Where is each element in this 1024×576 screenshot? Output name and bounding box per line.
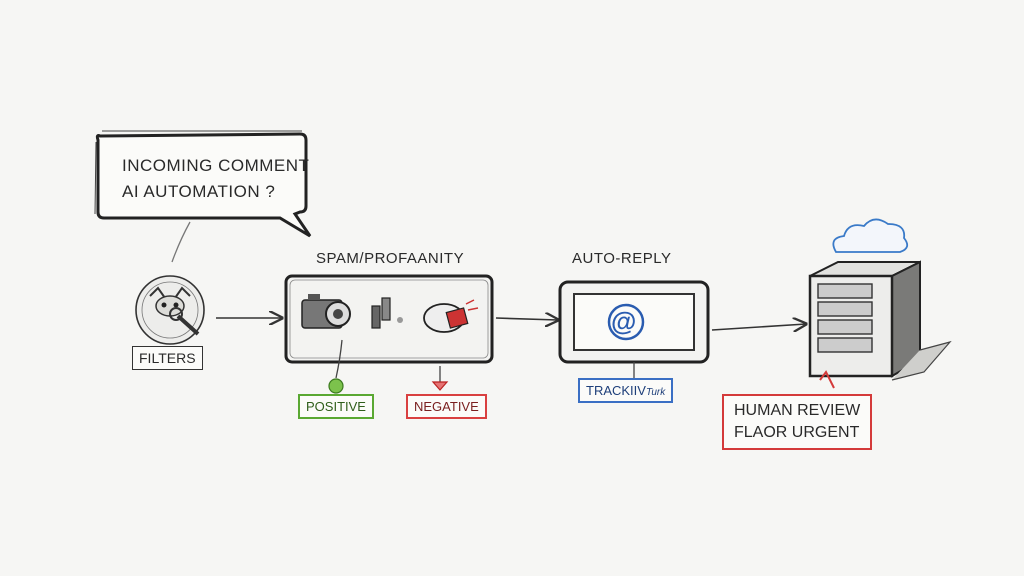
auto-reply-box <box>558 280 710 364</box>
server-icon <box>808 260 952 381</box>
email-icon <box>607 303 645 341</box>
auto-reply-label: AUTO-REPLY <box>572 250 672 267</box>
positive-label: POSITIVE <box>298 394 374 419</box>
spam-box-label: SPAM/PROFAANITY <box>316 250 465 267</box>
negative-label: NEGATIVE <box>406 394 487 419</box>
negative-icon <box>431 381 449 391</box>
human-review-line-2: FLAOR URGENT <box>734 424 860 441</box>
filters-label: FILTERS <box>132 346 203 370</box>
camera-icon <box>301 294 351 329</box>
filters-icon <box>135 275 205 345</box>
tracking-label: TRACKIIVTurk <box>578 378 674 403</box>
speech-bubble <box>94 130 312 263</box>
human-review-line-1: HUMAN REVIEW <box>734 402 861 419</box>
bubble-line-1: INCOMING COMMENT <box>122 156 310 175</box>
email-at-symbol: @ <box>611 306 637 336</box>
tracking-label-suffix: Turk <box>645 387 666 398</box>
cloud-icon <box>832 218 909 253</box>
urgent-pointer <box>819 370 835 389</box>
tracking-label-text: TRACKIIV <box>586 383 646 398</box>
arrow-autoreply-to-server <box>711 324 806 330</box>
human-review-tag: HUMAN REVIEW FLAOR URGENT <box>722 394 873 450</box>
arrow-spam-to-autoreply <box>495 318 558 320</box>
usb-icon <box>371 297 403 329</box>
bubble-line-2: AI AUTOMATION ? <box>122 182 276 201</box>
positive-icon <box>328 378 344 394</box>
bomb-icon <box>423 299 479 333</box>
